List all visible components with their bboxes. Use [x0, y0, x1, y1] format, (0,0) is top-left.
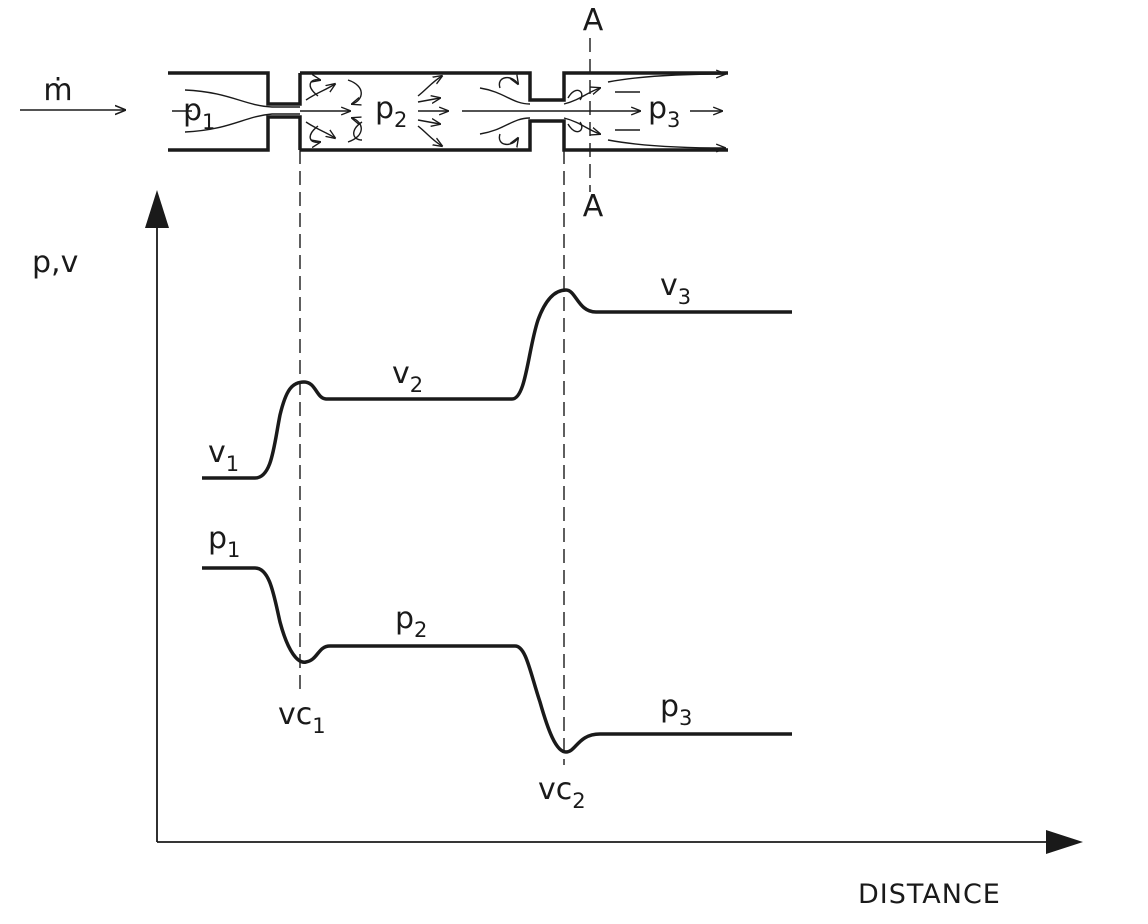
v2-label: v2	[392, 356, 423, 397]
velocity-curve	[202, 288, 792, 480]
eddy-8	[498, 78, 518, 89]
x-axis-label: DISTANCE	[858, 879, 1001, 910]
pipe-wall-top-1	[168, 71, 302, 106]
x-axis-arrowhead	[1046, 830, 1083, 854]
vc2-label: vc2	[538, 772, 586, 813]
p3-graph-label: p3	[660, 689, 692, 730]
graph-axes: p,v DISTANCE	[32, 190, 1083, 910]
streamline-converge-top	[184, 89, 300, 108]
eddy-3	[309, 80, 320, 97]
y-axis-arrowhead	[145, 190, 169, 228]
pipe-schematic: ṁ p1	[20, 3, 728, 224]
mid-arrow-5	[417, 125, 442, 146]
p2-graph-label: p2	[395, 601, 427, 642]
middle-streamlines	[417, 74, 725, 148]
p1-flow-label: p1	[183, 93, 215, 134]
pipe-wall-bottom-2	[300, 119, 728, 152]
streamline-bottom-2	[479, 117, 531, 135]
eddy-7	[353, 121, 363, 141]
eddy-10	[567, 89, 583, 101]
section-label-bottom: A	[583, 189, 604, 224]
y-axis-label: p,v	[32, 245, 78, 280]
eddy-4	[309, 125, 320, 142]
eddy-2	[305, 121, 335, 138]
pipe-wall-bottom-1	[168, 115, 302, 152]
pipe-wall-top-2	[300, 71, 728, 102]
vc1-label: vc1	[278, 697, 326, 738]
downstream-top	[607, 74, 725, 83]
p1-graph-label: p1	[208, 521, 240, 562]
diverge-top	[563, 88, 600, 105]
mass-flow-label: ṁ	[43, 73, 72, 108]
downstream-bottom	[607, 139, 725, 148]
streamline-converge-bottom	[184, 113, 300, 133]
v3-label: v3	[660, 268, 691, 309]
section-label-top: A	[583, 3, 604, 38]
mid-arrow-1	[417, 98, 440, 102]
eddy-5	[347, 79, 362, 104]
mid-arrow-4	[417, 76, 442, 97]
streamline-top-2	[479, 87, 531, 105]
p2-flow-label: p2	[375, 91, 407, 132]
pressure-curve	[202, 566, 792, 754]
eddy-9	[498, 133, 518, 144]
eddy-6	[347, 118, 362, 143]
mid-arrow-3	[417, 120, 440, 124]
upstream-streamlines	[172, 79, 363, 143]
p3-flow-label: p3	[648, 91, 680, 132]
pipe-walls	[168, 71, 728, 152]
eddy-11	[567, 121, 583, 133]
eddy-1	[305, 84, 335, 101]
diverge-bottom	[563, 117, 600, 134]
v1-label: v1	[208, 435, 239, 476]
